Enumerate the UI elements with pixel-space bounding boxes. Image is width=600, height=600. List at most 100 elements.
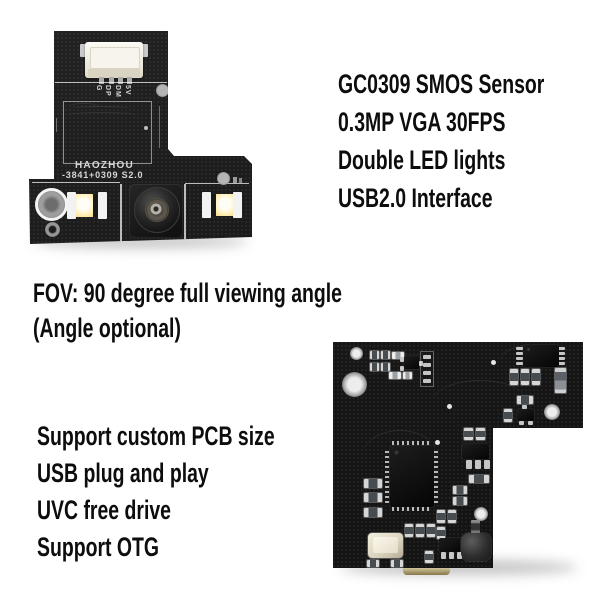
transistor-leg bbox=[400, 357, 404, 362]
fiducial-dot bbox=[491, 360, 496, 365]
resistor-array-pin bbox=[423, 371, 431, 375]
transistor-leg bbox=[400, 366, 404, 371]
fov-line: (Angle optional) bbox=[33, 313, 181, 343]
transistor bbox=[517, 409, 534, 421]
smd-capacitor bbox=[476, 428, 485, 440]
led-flash-right bbox=[202, 192, 211, 218]
feature-line: 0.3MP VGA 30FPS bbox=[338, 107, 506, 137]
silkscreen-line bbox=[55, 82, 167, 83]
transistor-leg bbox=[419, 361, 423, 366]
smd-capacitor bbox=[370, 351, 379, 359]
chip-pin bbox=[516, 357, 523, 360]
mounting-hole bbox=[350, 347, 363, 360]
copper-trace bbox=[56, 118, 57, 132]
transistor bbox=[404, 356, 419, 369]
chip-pin bbox=[558, 362, 565, 365]
transistor-leg bbox=[522, 405, 527, 409]
silkscreen-mark bbox=[233, 177, 237, 183]
silkscreen-line bbox=[32, 182, 120, 183]
smd-capacitor bbox=[370, 363, 379, 371]
other-feature-list: Support custom PCB size USB plug and pla… bbox=[37, 418, 275, 566]
smd-capacitor bbox=[510, 369, 518, 385]
smd-capacitor bbox=[392, 352, 404, 359]
smd-capacitor bbox=[437, 527, 445, 539]
copper-trace bbox=[66, 112, 138, 119]
eeprom-chip bbox=[523, 345, 559, 367]
smd-capacitor bbox=[464, 428, 473, 440]
connector-pin bbox=[99, 77, 104, 84]
smd-capacitor bbox=[381, 363, 390, 371]
chip-pin bbox=[516, 352, 523, 355]
transistor-leg bbox=[519, 421, 524, 425]
smd-capacitor bbox=[521, 369, 529, 385]
copper-trace bbox=[360, 430, 440, 491]
connector-pin bbox=[109, 77, 114, 84]
smd-capacitor bbox=[517, 396, 533, 404]
smd-capacitor bbox=[391, 560, 403, 567]
smd-capacitor bbox=[416, 524, 424, 537]
led-flash-left bbox=[67, 192, 76, 219]
feature-line: USB2.0 Interface bbox=[338, 183, 493, 213]
chip-pin-row bbox=[392, 441, 432, 445]
smd-capacitor bbox=[453, 486, 467, 494]
chip-pin1-dot bbox=[527, 348, 530, 351]
led-die-left bbox=[76, 194, 93, 217]
crystal-top bbox=[373, 537, 398, 553]
feature-line: UVC free drive bbox=[37, 495, 171, 525]
connector-metal-clip bbox=[80, 44, 86, 57]
smd-resistor bbox=[364, 493, 382, 502]
mounting-hole bbox=[45, 222, 60, 237]
resistor-array-pin bbox=[423, 379, 431, 383]
regulator-leg bbox=[449, 552, 454, 559]
resistor-array-pin bbox=[423, 363, 431, 367]
regulator-leg bbox=[475, 460, 481, 469]
lens-aperture bbox=[150, 203, 162, 215]
feature-line: USB plug and play bbox=[37, 458, 209, 488]
smd-capacitor bbox=[403, 372, 412, 379]
led-body-left bbox=[93, 194, 98, 217]
feature-line: Double LED lights bbox=[338, 145, 506, 175]
smd-resistor bbox=[364, 508, 382, 517]
divider-silkscreen-line bbox=[184, 184, 186, 242]
led-body-right bbox=[211, 194, 216, 216]
pin-label: DM bbox=[114, 85, 121, 98]
copper-trace bbox=[430, 380, 530, 431]
chip-dimple bbox=[394, 450, 399, 455]
connector-pin bbox=[127, 77, 132, 84]
mounting-hole bbox=[474, 507, 488, 521]
feature-line: Support OTG bbox=[37, 532, 160, 562]
copper-trace bbox=[67, 106, 133, 113]
copper-trace bbox=[69, 103, 99, 109]
chip-pin bbox=[558, 357, 565, 360]
led-flash-right bbox=[233, 192, 242, 218]
pin-label: 5V bbox=[124, 85, 131, 96]
connector-slot bbox=[90, 47, 140, 69]
mounting-hole bbox=[544, 404, 560, 420]
power-inductor bbox=[461, 533, 491, 561]
solder-pad-hole bbox=[217, 172, 230, 185]
fiducial-dot bbox=[144, 126, 148, 130]
copper-trace bbox=[159, 106, 160, 148]
smd-resistor bbox=[555, 368, 566, 393]
fov-text-block: FOV: 90 degree full viewing angle (Angle… bbox=[33, 276, 342, 346]
feature-line: Support custom PCB size bbox=[37, 421, 275, 451]
brand-silkscreen: HAOZHOU bbox=[75, 160, 134, 171]
pin-label: G bbox=[95, 85, 102, 92]
shield-outline-silkscreen bbox=[63, 101, 152, 164]
smd-resistor bbox=[364, 479, 382, 488]
connector-metal-clip bbox=[142, 44, 148, 57]
smd-capacitor bbox=[425, 551, 433, 563]
smd-capacitor bbox=[367, 560, 379, 567]
chip-pin bbox=[516, 347, 523, 350]
transistor-leg bbox=[528, 421, 533, 425]
fiducial-dot bbox=[447, 404, 452, 409]
smd-capacitor bbox=[405, 524, 413, 537]
chip-pin bbox=[516, 362, 523, 365]
connector-lip bbox=[88, 69, 140, 77]
smd-capacitor bbox=[381, 351, 390, 359]
resistor-array-pin bbox=[423, 355, 431, 359]
voltage-regulator bbox=[462, 444, 489, 459]
connector-pin bbox=[118, 77, 123, 84]
divider-silkscreen-line bbox=[120, 184, 122, 242]
